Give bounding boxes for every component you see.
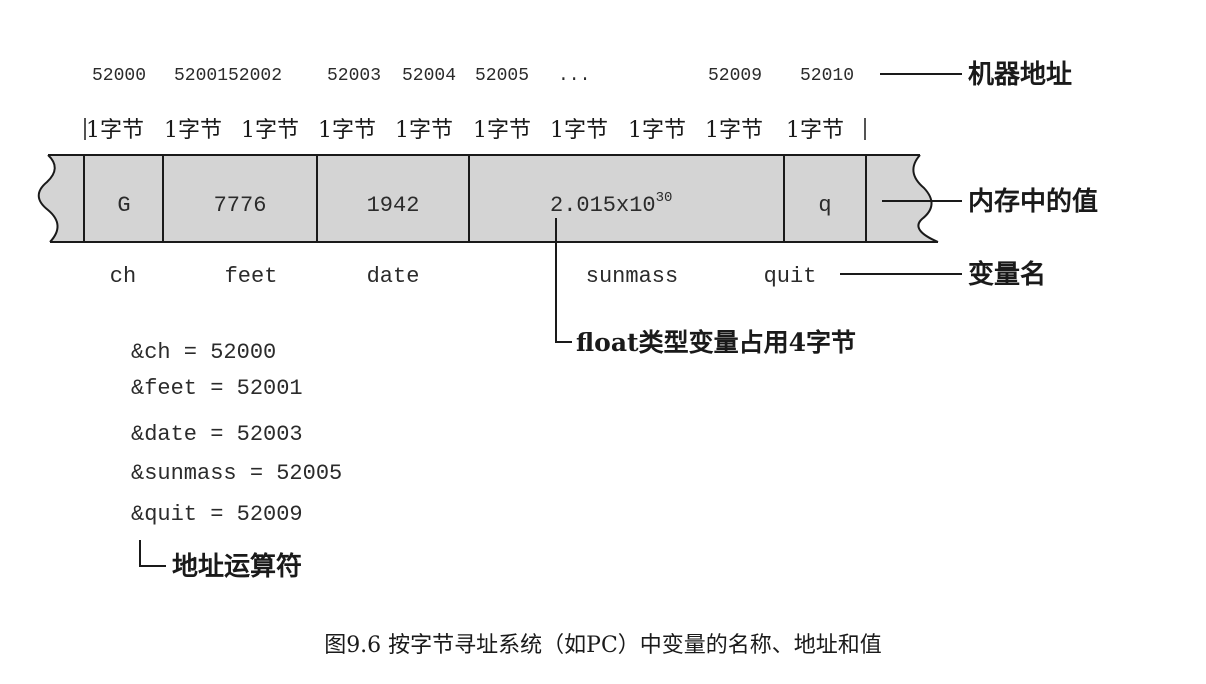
var-name-ch: ch [110, 264, 136, 289]
sunmass-exponent: 30 [656, 190, 673, 206]
address-52010: 52010 [800, 66, 854, 86]
address-52005: 52005 [475, 66, 529, 86]
byte-label-7: 1字节 [550, 118, 608, 143]
machine-address-label: 机器地址 [968, 60, 1072, 90]
address-operator-label: 地址运算符 [172, 551, 302, 582]
address-expr-feet: &feet = 52001 [131, 376, 303, 401]
cell-value-quit: q [818, 193, 831, 218]
address-expr-ch: &ch = 52000 [131, 340, 276, 365]
byte-label-5: 1字节 [395, 118, 453, 143]
byte-label-row: 1字节 1字节 1字节 1字节 1字节 1字节 1字节 1字节 1字节 1字节 [84, 118, 866, 143]
cell-value-feet: 7776 [214, 193, 267, 218]
var-name-sunmass: sunmass [586, 264, 678, 289]
memory-strip [37, 154, 939, 243]
right-break-line [912, 154, 939, 243]
byte-label-10: 1字节 [786, 118, 844, 143]
address-52004: 52004 [402, 66, 456, 86]
byte-label-8: 1字节 [628, 118, 686, 143]
byte-label-6: 1字节 [473, 118, 531, 143]
address-52000: 52000 [92, 66, 146, 86]
cell-value-sunmass: 2.015x1030 [550, 190, 672, 218]
var-name-date: date [367, 264, 420, 289]
byte-label-1: 1字节 [86, 118, 144, 143]
byte-label-9: 1字节 [705, 118, 763, 143]
var-name-feet: feet [225, 264, 278, 289]
cell-value-date: 1942 [367, 193, 420, 218]
left-break-line [37, 154, 59, 243]
address-52003: 52003 [327, 66, 381, 86]
address-expr-quit: &quit = 52009 [131, 502, 303, 527]
byte-label-4: 1字节 [318, 118, 376, 143]
address-operator-connector [139, 540, 166, 567]
var-name-quit: quit [764, 264, 817, 289]
memory-value-label: 内存中的值 [968, 186, 1098, 217]
address-expr-date: &date = 52003 [131, 422, 303, 447]
figure-caption: 图9.6 按字节寻址系统（如PC）中变量的名称、地址和值 [324, 633, 882, 658]
address-expr-sunmass: &sunmass = 52005 [131, 461, 342, 486]
address-52001-52002: 5200152002 [174, 66, 282, 86]
float-note: float类型变量占用4字节 [576, 328, 856, 357]
byte-label-2: 1字节 [164, 118, 222, 143]
address-ellipsis: ... [558, 66, 590, 86]
sunmass-mantissa: 2.015x10 [550, 193, 656, 218]
byte-label-3: 1字节 [241, 118, 299, 143]
var-name-label: 变量名 [968, 259, 1046, 290]
float-note-connector [555, 218, 572, 343]
address-52009: 52009 [708, 66, 762, 86]
cell-value-ch: G [117, 193, 130, 218]
